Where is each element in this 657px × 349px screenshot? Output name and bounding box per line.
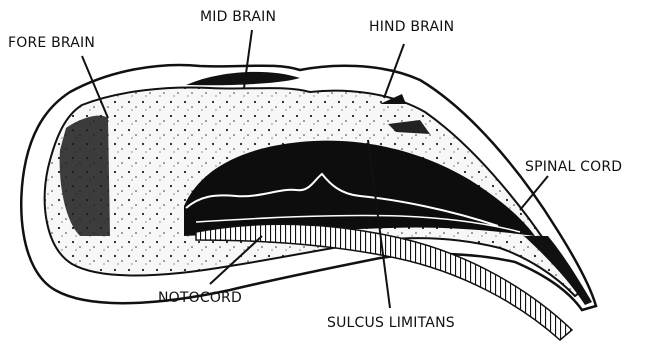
- label-hind-brain: HIND BRAIN: [369, 19, 454, 35]
- label-fore-brain: FORE BRAIN: [8, 35, 95, 51]
- label-notocord: NOTOCORD: [158, 290, 242, 306]
- label-mid-brain: MID BRAIN: [200, 9, 276, 25]
- label-spinal-cord: SPINAL CORD: [525, 159, 622, 175]
- label-sulcus-limitans: SULCUS LIMITANS: [327, 315, 455, 331]
